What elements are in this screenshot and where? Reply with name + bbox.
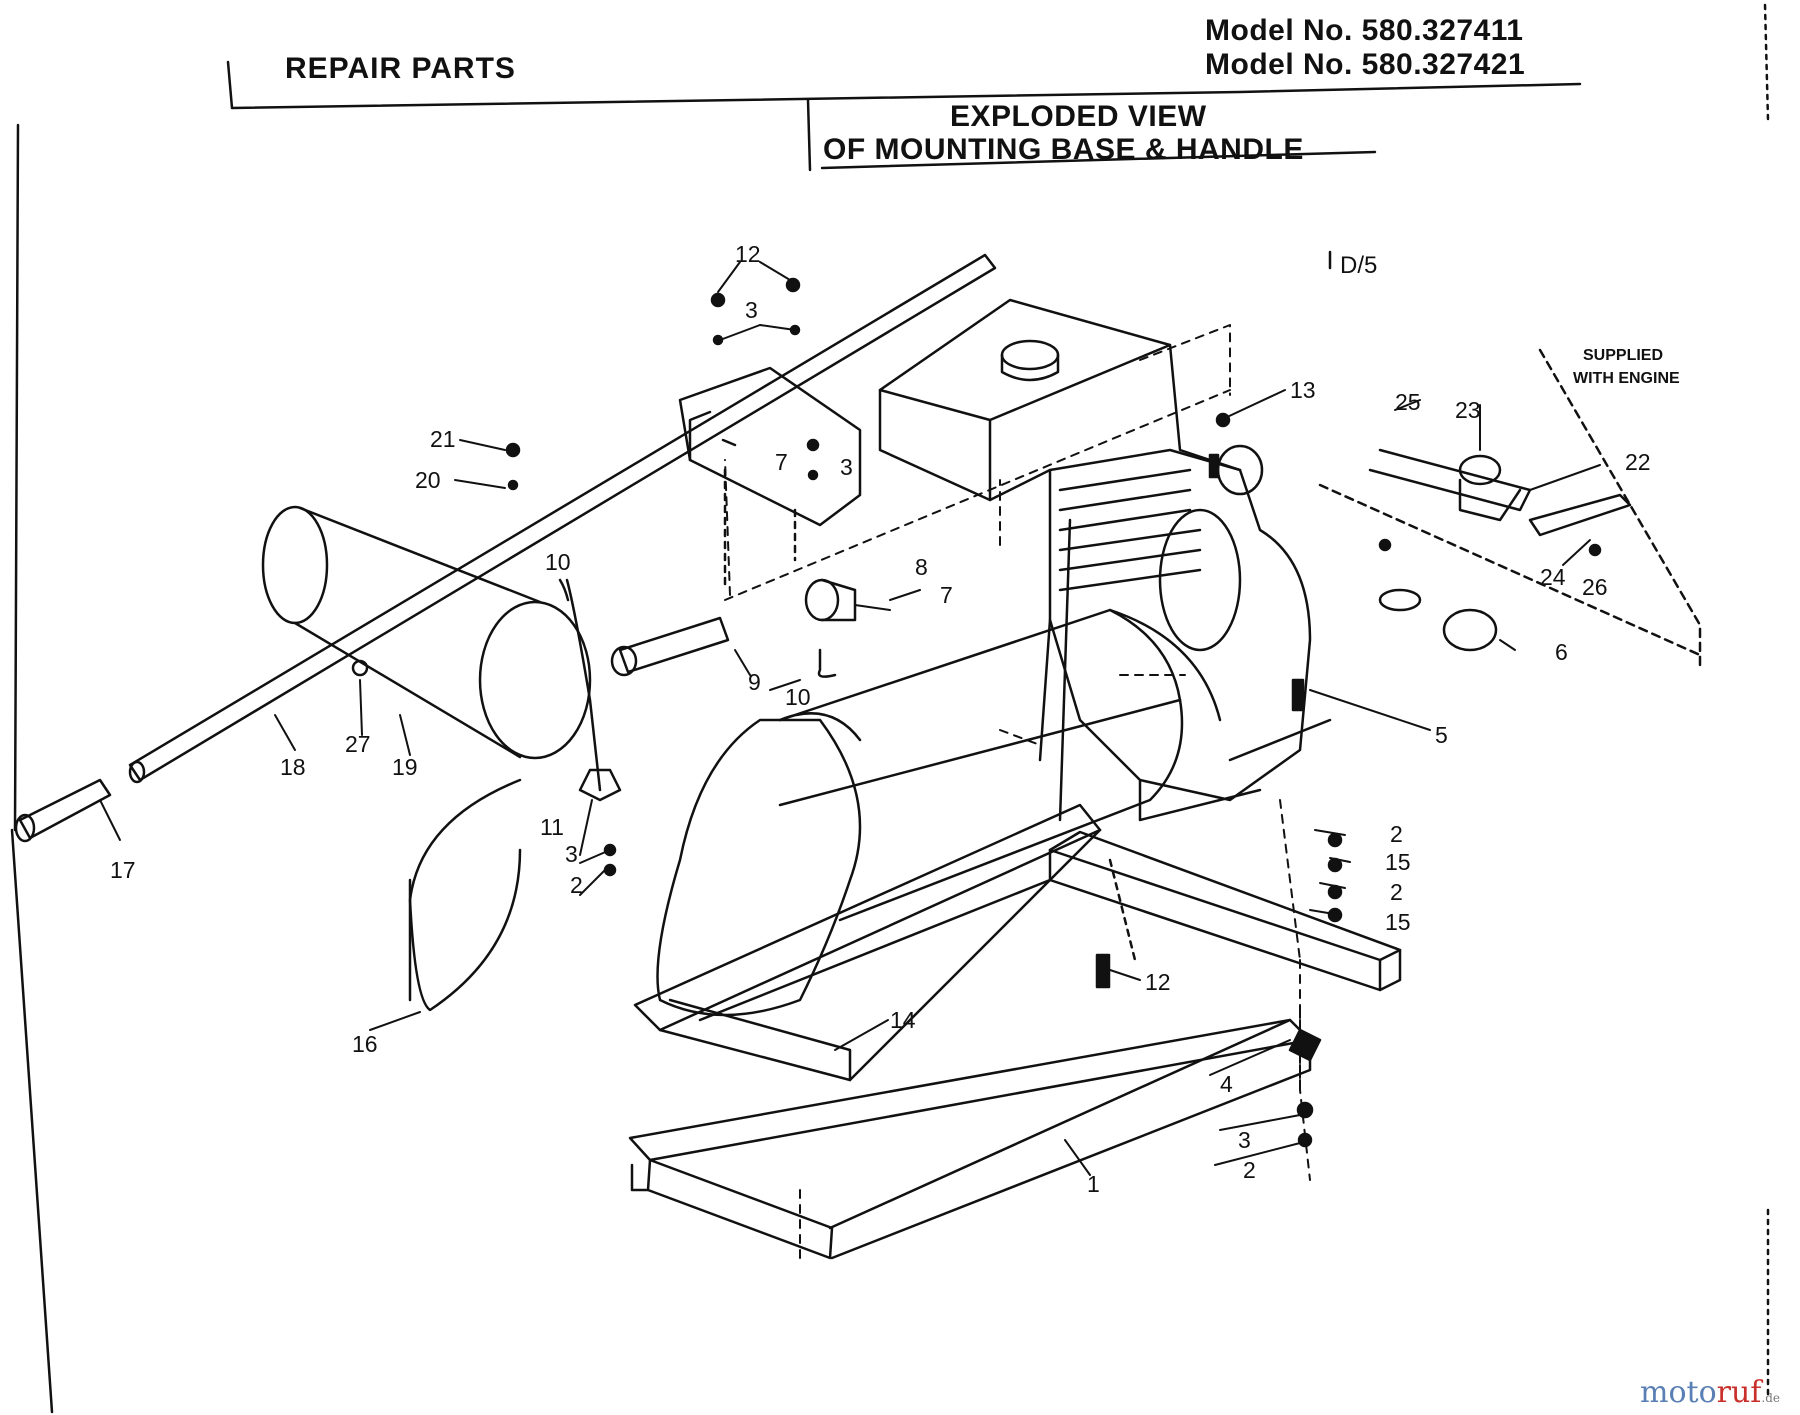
fasteners xyxy=(505,277,1602,1148)
handle-rod xyxy=(14,253,997,843)
callout-20: 20 xyxy=(415,467,441,493)
callout-22: 22 xyxy=(1625,449,1651,475)
callout-12-top: 12 xyxy=(735,241,761,267)
motor-support xyxy=(633,803,1102,1082)
dashed-leaders xyxy=(724,324,1311,1261)
callout-7-bracket: 7 xyxy=(775,449,788,475)
watermark-part-1: moto xyxy=(1640,1375,1717,1410)
callout-2-b: 2 xyxy=(1390,879,1403,905)
callout-21: 21 xyxy=(430,426,456,452)
callout-7: 7 xyxy=(940,582,953,608)
header-frame xyxy=(10,3,1770,1414)
watermark-part-2: ruf xyxy=(1716,1375,1762,1410)
callout-3-left: 3 xyxy=(565,841,578,867)
callout-10-b: 10 xyxy=(785,684,811,710)
handle-bracket xyxy=(678,366,862,592)
callout-9: 9 xyxy=(748,669,761,695)
callout-19: 19 xyxy=(392,754,418,780)
callout-27: 27 xyxy=(345,731,371,757)
callout-24: 24 xyxy=(1540,564,1566,590)
callout-5: 5 xyxy=(1435,722,1448,748)
air-tank xyxy=(261,505,592,760)
mounting-base xyxy=(628,830,1402,1260)
callout-6: 6 xyxy=(1555,639,1568,665)
callout-3-top: 3 xyxy=(745,297,758,323)
callout-23: 23 xyxy=(1455,397,1481,423)
callout-12-bottom: 12 xyxy=(1145,969,1171,995)
callout-8: 8 xyxy=(915,554,928,580)
callout-labels: 21 20 12 3 7 3 13 25 23 22 24 26 6 5 2 1… xyxy=(110,241,1651,1197)
callout-14: 14 xyxy=(890,1007,916,1033)
watermark-logo: motoruf.de xyxy=(1640,1375,1780,1410)
callout-3-bottom: 3 xyxy=(1238,1127,1251,1153)
callout-15-a: 15 xyxy=(1385,849,1411,875)
watermark-part-3: .de xyxy=(1761,1391,1781,1405)
motor-body xyxy=(656,608,1222,1017)
model-number-1: Model No. 580.327411 xyxy=(1205,14,1524,47)
callout-15-b: 15 xyxy=(1385,909,1411,935)
callout-4: 4 xyxy=(1220,1071,1233,1097)
callout-2-a: 2 xyxy=(1390,821,1403,847)
callout-leaders xyxy=(99,261,1601,1176)
model-number-2: Model No. 580.327421 xyxy=(1205,48,1526,81)
engine xyxy=(878,298,1332,822)
callout-26: 26 xyxy=(1582,574,1608,600)
callout-13: 13 xyxy=(1290,377,1316,403)
callout-16: 16 xyxy=(352,1031,378,1057)
callout-2-bottom: 2 xyxy=(1243,1157,1256,1183)
callout-10-a: 10 xyxy=(545,549,571,575)
pressure-switch xyxy=(1318,348,1702,667)
section-title: REPAIR PARTS xyxy=(285,52,516,85)
callout-25: 25 xyxy=(1395,389,1421,415)
callout-18: 18 xyxy=(280,754,306,780)
view-title-line-1: EXPLODED VIEW xyxy=(950,100,1207,133)
callout-1: 1 xyxy=(1087,1171,1100,1197)
callout-2-left: 2 xyxy=(570,872,583,898)
page-reference: D/5 xyxy=(1340,252,1378,279)
callout-11: 11 xyxy=(540,814,564,840)
callout-3-bracket: 3 xyxy=(840,454,853,480)
supplied-note-line-2: WITH ENGINE xyxy=(1573,370,1680,387)
callout-17: 17 xyxy=(110,857,136,883)
supplied-note-line-1: SUPPLIED xyxy=(1583,347,1664,364)
